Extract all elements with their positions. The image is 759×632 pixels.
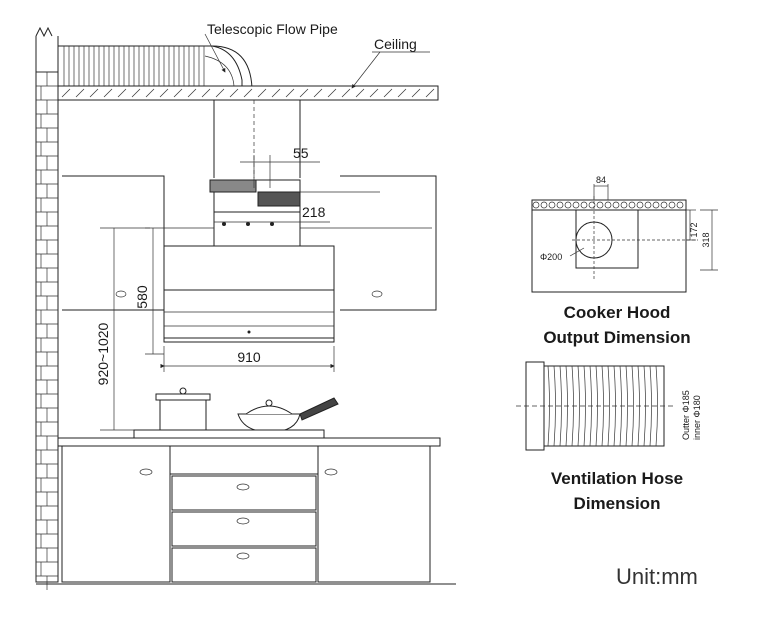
dim-172-label: 172 — [689, 222, 699, 237]
frying-pan — [237, 397, 339, 433]
hose-outer-label: Outter Φ185 — [681, 390, 691, 440]
ceiling-callout: Ceiling — [351, 36, 430, 89]
unit-label: Unit:mm — [616, 564, 698, 589]
dim-910-label: 910 — [237, 349, 261, 365]
output-caption-line2: Output Dimension — [543, 328, 690, 347]
ventilation-hose-drawing: Outter Φ185 inner Φ180 — [516, 361, 702, 451]
cooktop — [133, 429, 325, 439]
dim-218-label: 218 — [302, 204, 326, 220]
telescopic-pipe-callout: Telescopic Flow Pipe — [204, 21, 338, 73]
hose-caption-line1: Ventilation Hose — [551, 469, 683, 488]
base-cabinet — [36, 437, 456, 585]
output-dimension-drawing: 84 172 318 Φ200 — [531, 175, 718, 293]
hood-motor-box — [209, 179, 301, 247]
wall-cabinet-right — [300, 175, 437, 311]
dim-910: 910 — [160, 346, 335, 372]
diameter-label: Φ200 — [540, 252, 562, 262]
chimney — [213, 100, 301, 178]
dim-318-label: 318 — [701, 232, 711, 247]
output-caption-line1: Cooker Hood — [564, 303, 671, 322]
dim-920-1020: 920~1020 — [95, 227, 150, 431]
ceiling-label: Ceiling — [374, 36, 417, 52]
dim-218: 218 — [214, 204, 330, 223]
dim-height-label: 920~1020 — [95, 322, 111, 385]
dim-55: 55 — [240, 145, 320, 188]
ceiling — [57, 85, 439, 101]
dim-580-label: 580 — [134, 285, 150, 309]
telescopic-flow-pipe — [57, 45, 253, 89]
hose-inner-label: inner Φ180 — [692, 395, 702, 440]
brick-wall — [35, 26, 59, 590]
range-hood-body — [163, 245, 335, 343]
telescopic-pipe-label: Telescopic Flow Pipe — [207, 21, 338, 37]
dim-580: 580 — [134, 227, 214, 355]
dim-55-label: 55 — [293, 145, 309, 161]
dim-84-label: 84 — [596, 175, 606, 185]
hose-caption-line2: Dimension — [574, 494, 661, 513]
stock-pot — [155, 387, 211, 431]
wall-cabinet-left — [62, 175, 165, 311]
